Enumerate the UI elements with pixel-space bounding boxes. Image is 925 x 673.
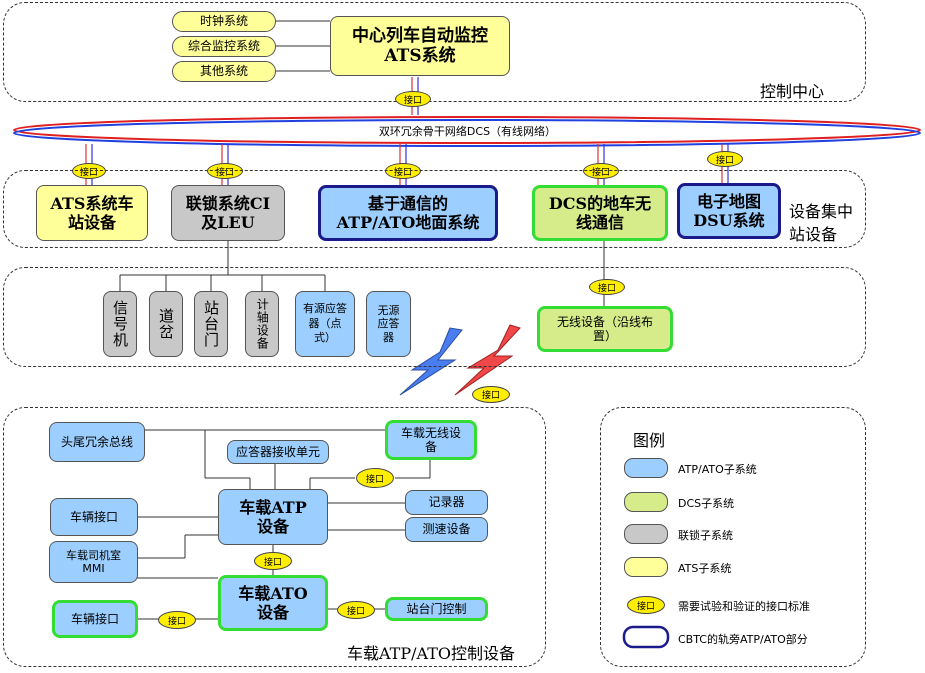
- side-system-other: 其他系统: [172, 61, 276, 82]
- port-icon: 接口: [472, 386, 510, 403]
- wireless-bolt-blue: [399, 327, 463, 396]
- legend-ci-label: 联锁子系统: [678, 529, 733, 542]
- onboard-region-title: 车载ATP/ATO控制设备: [347, 644, 515, 663]
- onboard-region: [3, 407, 546, 667]
- trackside-region: [3, 267, 866, 367]
- side-system-ims: 综合监控系统: [172, 36, 276, 57]
- onboard-wireless: 车载无线设备: [385, 420, 477, 460]
- station-ats-box: ATS系统车站设备: [36, 185, 148, 241]
- legend-blue-swatch: [624, 458, 668, 478]
- legend-dcs-label: DCS子系统: [678, 497, 735, 510]
- port-icon: 接口: [254, 552, 292, 570]
- port-icon: 接口: [72, 163, 106, 179]
- wayside-wireless-box: 无线设备（沿线布置）: [537, 306, 673, 352]
- port-icon: 接口: [589, 279, 625, 295]
- onboard-atp: 车载ATP设备: [218, 489, 328, 545]
- network-label: 双环冗余骨干网络DCS（有线网络）: [378, 125, 557, 138]
- station-atp-ato-box: 基于通信的ATP/ATO地面系统: [318, 185, 498, 241]
- legend-title: 图例: [633, 431, 666, 450]
- port-icon: 接口: [583, 163, 619, 179]
- port-icon: 接口: [158, 611, 196, 629]
- port-icon: 接口: [337, 601, 375, 619]
- onboard-balise-reader: 应答器接收单元: [227, 440, 329, 464]
- port-icon: 接口: [207, 163, 243, 179]
- onboard-ato: 车载ATO设备: [218, 575, 328, 631]
- legend-outline-label: CBTC的轨旁ATP/ATO部分: [678, 633, 808, 646]
- station-dsu-box: 电子地图DSU系统: [677, 183, 781, 239]
- legend-port-label: 需要试验和验证的接口标准: [678, 600, 810, 613]
- onboard-speed-sensor: 测速设备: [405, 517, 488, 542]
- trackside-platform-door: 站台门: [194, 291, 228, 357]
- station-region-title: 设备集中站设备: [789, 202, 854, 245]
- onboard-recorder: 记录器: [405, 490, 488, 515]
- onboard-cab-mmi: 车载司机室MMI: [49, 541, 138, 583]
- side-system-clock: 时钟系统: [172, 11, 276, 32]
- control-center-title: 控制中心: [760, 82, 825, 101]
- legend-region: [600, 407, 866, 667]
- trackside-signal: 信号机: [103, 291, 137, 357]
- legend-gray-swatch: [624, 524, 668, 544]
- trackside-axle-counter: 计轴设备: [245, 291, 279, 357]
- station-dcs-box: DCS的地车无线通信: [532, 185, 668, 241]
- control-center-region: [3, 2, 866, 102]
- legend-green-swatch: [624, 492, 668, 512]
- port-icon: 接口: [707, 151, 743, 167]
- port-icon: 接口: [395, 91, 431, 107]
- port-icon: 接口: [356, 468, 394, 488]
- legend-atp-label: ATP/ATO子系统: [678, 463, 757, 476]
- legend-port-swatch: 接口: [627, 596, 665, 614]
- onboard-psd-control: 站台门控制: [385, 597, 488, 621]
- trackside-switch: 道岔: [149, 291, 183, 357]
- network-ring-red: [13, 116, 921, 144]
- central-ats-box: 中心列车自动监控ATS系统: [330, 16, 510, 76]
- station-ci-box: 联锁系统CI及LEU: [171, 185, 285, 241]
- legend-yellow-swatch: [624, 557, 668, 577]
- onboard-bus: 头尾冗余总线: [49, 422, 145, 462]
- network-ring-blue: [13, 119, 921, 147]
- wireless-bolt-red: [454, 324, 521, 396]
- legend-outline-swatch: [622, 625, 670, 649]
- legend-ats-label: ATS子系统: [678, 562, 732, 575]
- port-icon: 接口: [385, 163, 421, 179]
- onboard-vehicle-interface-1: 车辆接口: [50, 498, 138, 536]
- trackside-active-balise: 有源应答器（点式）: [295, 291, 355, 357]
- station-region: [3, 170, 866, 248]
- onboard-vehicle-interface-2: 车辆接口: [52, 600, 138, 638]
- trackside-passive-balise: 无源应答器: [366, 291, 411, 357]
